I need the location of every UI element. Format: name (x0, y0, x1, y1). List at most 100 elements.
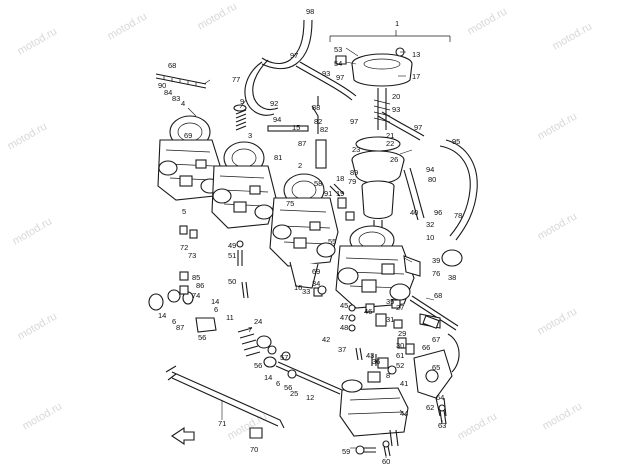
watermark: motod.ru (536, 110, 580, 142)
callout-label: 14 (211, 297, 219, 306)
callout-label: 41 (400, 379, 408, 388)
callout-label: 6 (214, 305, 218, 314)
callout-label: 87 (176, 323, 184, 332)
spring (233, 104, 247, 131)
callout-label: 96 (434, 208, 442, 217)
callout-label: 59 (342, 447, 350, 456)
watermark: motod.ru (456, 410, 500, 442)
callout-label: 29 (398, 329, 406, 338)
callout-label: 6 (276, 379, 280, 388)
callout-label: 55 (328, 237, 336, 246)
callout-label: 72 (180, 243, 188, 252)
callout-label: 17 (412, 72, 420, 81)
callout-label: 57 (280, 353, 288, 362)
callout-label: 39 (432, 256, 440, 265)
callout-label: 18 (336, 174, 344, 183)
callout-label: 34 (312, 279, 320, 288)
callout-labels: 98 1 53 13 54 17 97 20 68 77 90 84 83 4 … (158, 7, 462, 466)
callout-label: 5 (182, 207, 186, 216)
callout-label: 43 (366, 351, 374, 360)
callout-label: 32 (426, 220, 434, 229)
callout-label: 26 (390, 155, 398, 164)
callout-label: 36 (372, 357, 380, 366)
mounting-bar (165, 365, 285, 439)
callout-label: 85 (192, 273, 200, 282)
callout-label: 97 (414, 123, 422, 132)
callout-label: 1 (395, 19, 399, 28)
front-arrow-icon (171, 426, 195, 446)
watermark: motod.ru (16, 310, 60, 342)
watermark: motod.ru (106, 10, 150, 42)
callout-label: 46 (364, 307, 372, 316)
callout-label: 13 (412, 50, 420, 59)
watermark: motod.ru (11, 215, 55, 247)
callout-label: 92 (270, 99, 278, 108)
callout-label: 16 (294, 283, 302, 292)
callout-label: 76 (432, 269, 440, 278)
linkage-plate (413, 333, 460, 417)
callout-label: 20 (392, 92, 400, 101)
callout-label: 73 (188, 251, 196, 260)
carburetor-body-2 (211, 141, 277, 229)
callout-label: 94 (273, 115, 281, 124)
callout-label: 79 (348, 177, 356, 186)
jet-parts (348, 299, 440, 375)
callout-label: 97 (350, 117, 358, 126)
callout-label: 89 (350, 168, 358, 177)
callout-label: 86 (196, 281, 204, 290)
callout-label: 52 (396, 361, 404, 370)
lower-shaft (263, 351, 343, 395)
callout-label: 50 (228, 277, 236, 286)
callout-label: 63 (438, 421, 446, 430)
watermark: motod.ru (551, 20, 595, 52)
callout-label: 15 (292, 123, 300, 132)
callout-label: 65 (432, 363, 440, 372)
callout-label: 84 (164, 88, 172, 97)
callout-label: 61 (396, 351, 404, 360)
callout-label: 38 (448, 273, 456, 282)
callout-label: 35 (386, 297, 394, 306)
callout-label: 68 (434, 291, 442, 300)
callout-label: 7 (248, 325, 252, 334)
long-screw (155, 73, 207, 89)
callout-label: 68 (168, 61, 176, 70)
watermark: motod.ru (16, 25, 60, 57)
callout-label: 69 (312, 267, 320, 276)
callout-label: 45 (340, 301, 348, 310)
callout-label: 93 (392, 105, 400, 114)
right-hose (439, 139, 478, 241)
callout-label: 30 (396, 341, 404, 350)
callout-label: 70 (250, 445, 258, 454)
callout-label: 25 (290, 389, 298, 398)
callout-label: 21 (386, 131, 394, 140)
callout-label: 40 (410, 208, 418, 217)
callout-label: 77 (232, 75, 240, 84)
callout-label: 78 (454, 211, 462, 220)
callout-label: 93 (322, 69, 330, 78)
callout-label: 4 (181, 99, 185, 108)
callout-label: 71 (218, 419, 226, 428)
callout-label: 90 (158, 81, 166, 90)
callout-label: 14 (264, 373, 272, 382)
callout-label: 10 (426, 233, 434, 242)
callout-label: 48 (340, 323, 348, 332)
callout-label: 80 (428, 175, 436, 184)
callout-label: 53 (334, 45, 342, 54)
watermark: motod.ru (536, 210, 580, 242)
callout-label: 8 (386, 371, 390, 380)
long-tube (295, 61, 425, 141)
callout-label: 56 (198, 333, 206, 342)
callout-label: 2 (298, 161, 302, 170)
assembly-bracket (329, 30, 451, 42)
callout-label: 58 (314, 179, 322, 188)
callout-label: 42 (322, 335, 330, 344)
callout-label: 62 (426, 403, 434, 412)
vacuum-piston (351, 136, 405, 240)
callout-label: 82 (314, 117, 322, 126)
float-chamber (339, 371, 409, 447)
callout-label: 44 (400, 409, 408, 418)
carburetor-body-4 (335, 225, 463, 309)
vent-tube (261, 19, 313, 70)
callout-label: 74 (192, 291, 200, 300)
callout-label: 64 (436, 393, 444, 402)
